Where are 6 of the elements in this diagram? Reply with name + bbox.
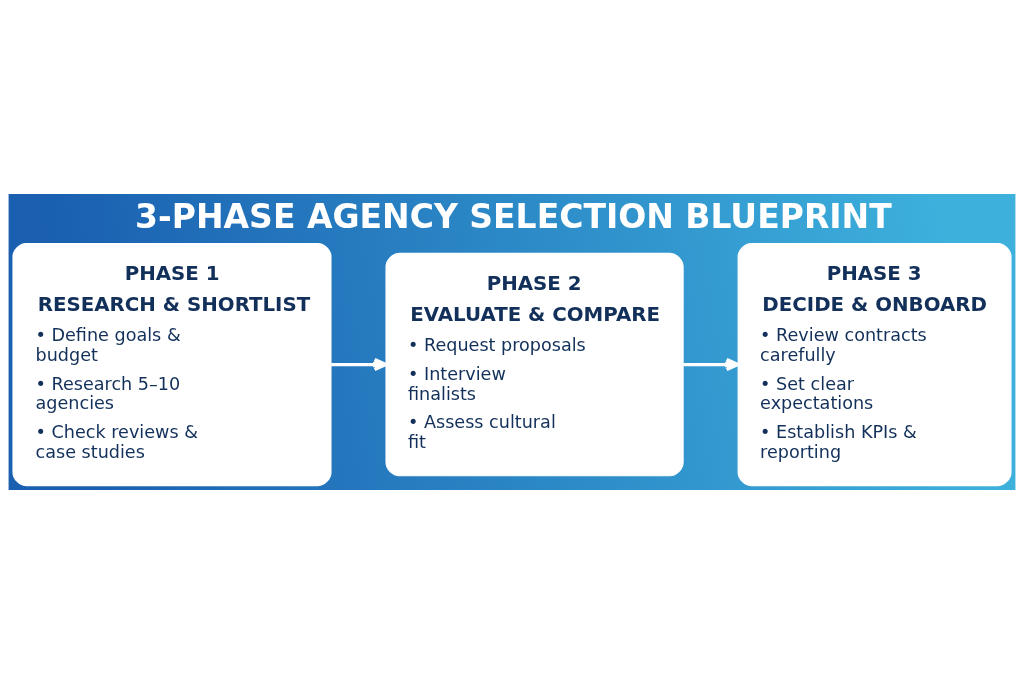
arrow <box>331 357 388 371</box>
node-box: PHASE 3 DECIDE & ONBOARD • Review contracts carefully • Set clear expectations • Establish KPIs & reporting <box>737 242 1012 486</box>
node-box: PHASE 1 RESEARCH & SHORTLIST • Define goals & budget • Research 5–10 agencies • Check reviews & case studies <box>12 242 332 486</box>
arrow <box>683 357 740 371</box>
diagram-title: 3-PHASE AGENCY SELECTION BLUEPRINT <box>135 196 892 236</box>
node-box: PHASE 2 EVALUATE & COMPARE • Request proposals • Interview finalists • Assess cultural fit <box>385 252 684 476</box>
